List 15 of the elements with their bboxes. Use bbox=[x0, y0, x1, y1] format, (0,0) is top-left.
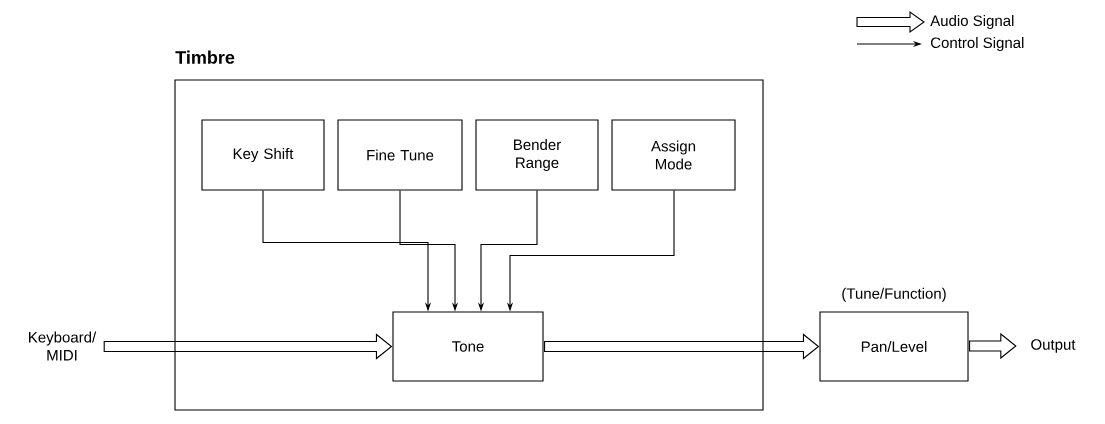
process-box: Assign Mode bbox=[611, 119, 736, 191]
legend-text: Control Signal bbox=[931, 37, 1024, 51]
process-box: Pan/Level bbox=[819, 311, 969, 382]
process-box: Bender Range bbox=[475, 119, 599, 191]
audio-arrow bbox=[103, 333, 393, 360]
process-box: Key Shift bbox=[201, 119, 325, 191]
caption-text: (Tune/Function) bbox=[842, 287, 946, 302]
node-label: Timbre bbox=[175, 50, 235, 64]
signal-label: Keyboard/ MIDI bbox=[29, 331, 97, 361]
process-box: Fine Tune bbox=[337, 119, 463, 191]
audio-arrow bbox=[544, 333, 820, 360]
process-box: Tone bbox=[392, 311, 544, 382]
signal-label: Output bbox=[1031, 339, 1076, 353]
legend-text: Audio Signal bbox=[930, 15, 1014, 29]
audio-arrow bbox=[969, 332, 1017, 360]
